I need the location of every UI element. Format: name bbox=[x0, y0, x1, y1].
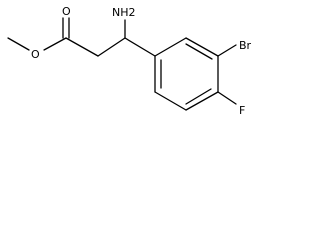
carbonyl-oxygen-label: O bbox=[62, 5, 71, 18]
bond-oxygen-carbonyl bbox=[43, 37, 67, 51]
bond-methyl-oxygen bbox=[7, 37, 30, 51]
bond-skeleton bbox=[7, 17, 237, 111]
ring-bond-2 bbox=[185, 37, 219, 57]
ring-inner-bond-1 bbox=[185, 43, 213, 60]
ring-bond-4 bbox=[185, 91, 219, 111]
ring-bond-5 bbox=[154, 91, 187, 111]
ring-bond-1 bbox=[154, 37, 187, 57]
bond-ch2-ch bbox=[97, 37, 126, 57]
bond-ring-fluorine bbox=[217, 91, 237, 105]
chemical-structure: NH2 O O Br F bbox=[7, 5, 252, 117]
amino-label: NH2 bbox=[112, 6, 136, 19]
bromine-label: Br bbox=[239, 39, 252, 52]
fluorine-label: F bbox=[239, 104, 245, 117]
bond-ring-bromine bbox=[217, 44, 237, 57]
bond-carbonyl-ch2 bbox=[65, 37, 99, 57]
ester-oxygen-label: O bbox=[31, 48, 40, 61]
bond-ch-ring bbox=[124, 37, 156, 57]
ring-inner-bond-2 bbox=[185, 88, 212, 105]
